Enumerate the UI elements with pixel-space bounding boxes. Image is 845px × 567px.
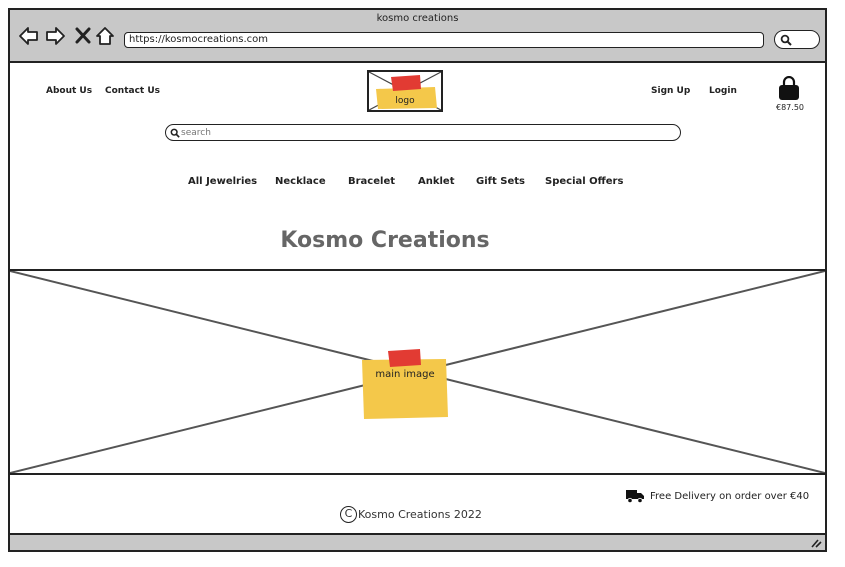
main-image-placeholder: main image <box>10 269 825 475</box>
about-us-link[interactable]: About Us <box>46 86 93 96</box>
main-image-sticky-note: main image <box>362 349 448 419</box>
main-image-label: main image <box>375 369 435 380</box>
nav-anklet[interactable]: Anklet <box>418 176 455 187</box>
search-input[interactable] <box>181 126 661 139</box>
forward-arrow-icon[interactable] <box>44 25 66 47</box>
free-delivery-notice: Free Delivery on order over €40 <box>626 489 809 503</box>
logo[interactable]: logo <box>367 70 443 112</box>
nav-necklace[interactable]: Necklace <box>275 176 326 187</box>
nav-gift-sets[interactable]: Gift Sets <box>476 176 525 187</box>
url-bar[interactable]: https://kosmocreations.com <box>124 32 764 48</box>
cart-button[interactable]: €87.50 <box>775 75 804 116</box>
contact-us-link[interactable]: Contact Us <box>105 86 161 96</box>
close-icon[interactable] <box>72 25 94 47</box>
nav-all-jewelries[interactable]: All Jewelries <box>188 176 258 187</box>
search-icon <box>780 34 792 46</box>
browser-window: kosmo creations https://kosmocreations.c… <box>8 8 827 552</box>
site-title: Kosmo Creations <box>280 228 490 253</box>
browser-toolbar: kosmo creations https://kosmocreations.c… <box>10 10 825 63</box>
nav-special-offers[interactable]: Special Offers <box>545 176 624 187</box>
site-search-field[interactable] <box>165 124 681 141</box>
search-icon <box>170 128 180 138</box>
back-arrow-icon[interactable] <box>18 25 40 47</box>
free-delivery-text: Free Delivery on order over €40 <box>650 490 810 502</box>
logo-label: logo <box>395 96 415 106</box>
sticky-note-graphic <box>362 349 448 419</box>
logo-placeholder-lines <box>369 72 441 110</box>
copyright: C Kosmo Creations 2022 <box>340 506 482 523</box>
truck-icon <box>626 490 644 503</box>
login-link[interactable]: Login <box>709 86 737 96</box>
sign-up-link[interactable]: Sign Up <box>651 86 691 96</box>
status-bar <box>10 533 825 550</box>
resize-grip-icon[interactable] <box>810 538 822 548</box>
cart-total: €87.50 <box>776 103 804 112</box>
window-title: kosmo creations <box>376 13 459 24</box>
nav-bracelet[interactable]: Bracelet <box>348 176 396 187</box>
copyright-icon: C <box>340 506 357 523</box>
shopping-bag-icon <box>779 75 799 100</box>
browser-search-field[interactable] <box>774 30 820 49</box>
copyright-text: Kosmo Creations 2022 <box>358 508 482 521</box>
home-icon[interactable] <box>94 25 116 47</box>
